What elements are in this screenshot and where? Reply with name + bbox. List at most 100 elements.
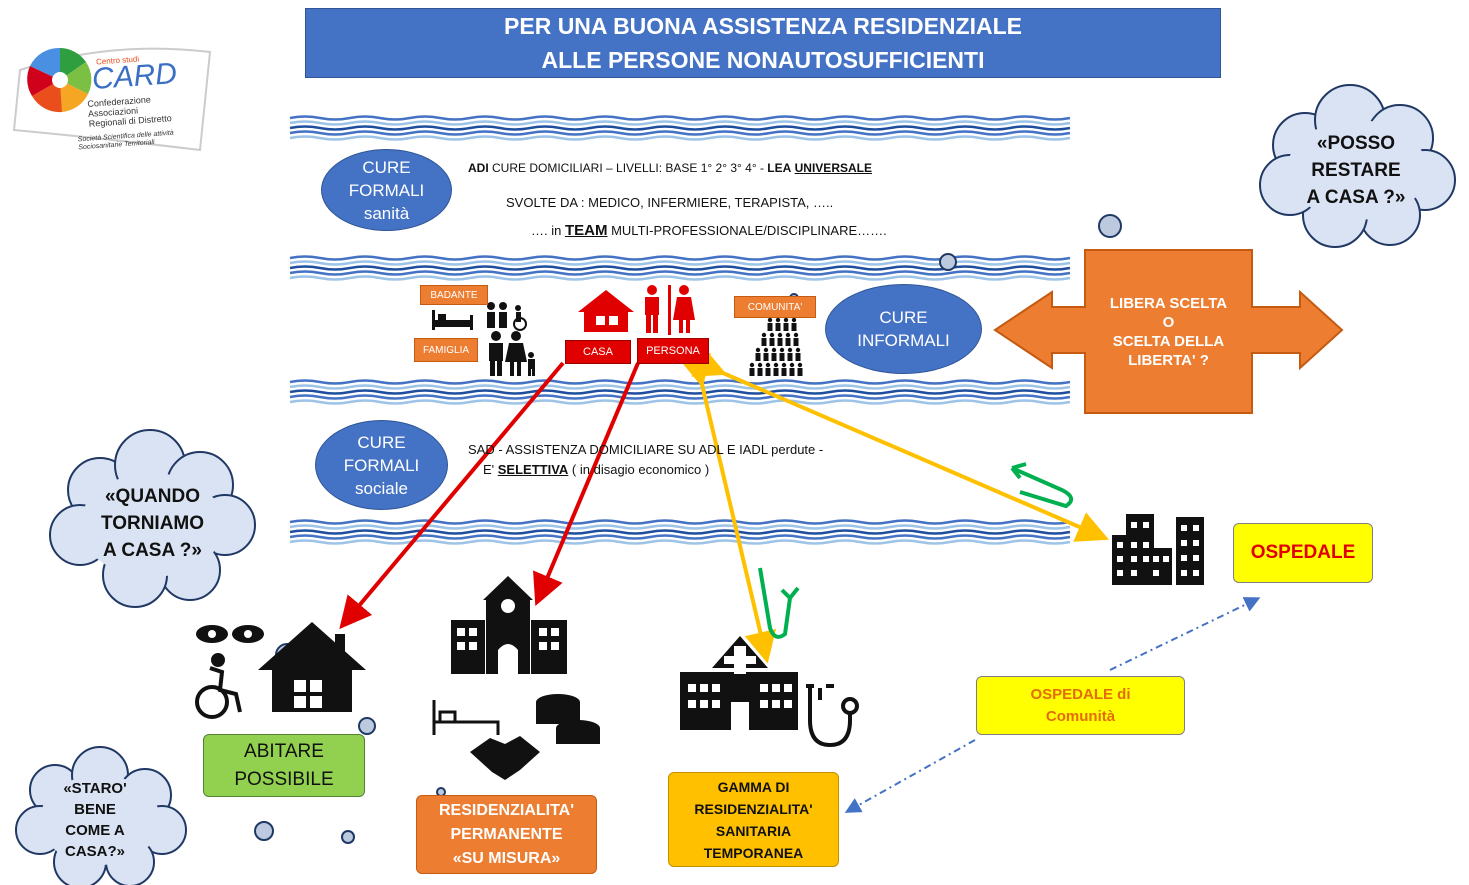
community-person bbox=[779, 347, 785, 353]
community-person-body bbox=[749, 368, 755, 376]
cloud-posso bbox=[1259, 84, 1456, 248]
quando-text: «QUANDO TORNIAMO A CASA ?» bbox=[100, 485, 205, 561]
wave-line bbox=[289, 529, 1071, 535]
arrow-casa-abitare bbox=[339, 361, 565, 630]
famiglia-label: FAMIGLIA bbox=[414, 338, 478, 362]
community-person bbox=[757, 362, 763, 368]
community-person bbox=[797, 362, 803, 368]
community-person-body bbox=[769, 338, 775, 346]
residenzialita-permanente-box: RESIDENZIALITA' PERMANENTE «SU MISURA» bbox=[416, 795, 597, 874]
wave-line bbox=[289, 394, 1071, 400]
arrow-persona-ospedale bbox=[691, 347, 1110, 542]
bed-outline-icon bbox=[432, 700, 500, 735]
wave-line bbox=[289, 384, 1071, 390]
community-person-body bbox=[779, 353, 785, 361]
community-person-body bbox=[755, 353, 761, 361]
community-person-body bbox=[797, 368, 803, 376]
house-red-icon bbox=[578, 290, 634, 332]
community-person bbox=[785, 332, 791, 338]
gamma-residenzialita-box: GAMMA DI RESIDENZIALITA' SANITARIA TEMPO… bbox=[668, 772, 839, 867]
community-person bbox=[775, 317, 781, 323]
community-person bbox=[781, 362, 787, 368]
community-person-body bbox=[771, 353, 777, 361]
handshake-icon bbox=[470, 736, 540, 780]
wave-line bbox=[289, 270, 1071, 276]
libera-scelta-text: LIBERA SCELTA O SCELTA DELLA LIBERTA' ? bbox=[1109, 295, 1228, 369]
green-return-arrow-2 bbox=[1011, 466, 1074, 509]
community-person bbox=[793, 332, 799, 338]
wave-line bbox=[289, 275, 1071, 281]
community-person-body bbox=[793, 338, 799, 346]
wave-line bbox=[289, 115, 1071, 121]
wave-line bbox=[289, 524, 1071, 530]
community-person bbox=[777, 332, 783, 338]
community-person-body bbox=[767, 323, 773, 331]
community-person-body bbox=[785, 338, 791, 346]
posso-text: «POSSO RESTARE A CASA ?» bbox=[1306, 132, 1406, 208]
eyes-icon bbox=[196, 625, 264, 643]
arrow-persona-gamma bbox=[679, 352, 776, 664]
wave-line bbox=[289, 539, 1071, 545]
residence-building-icon bbox=[451, 576, 567, 674]
family-icon bbox=[489, 331, 535, 376]
svolte-text: SVOLTE DA : MEDICO, INFERMIERE, TERAPIST… bbox=[506, 195, 834, 210]
wave-line bbox=[289, 534, 1071, 540]
staro-text: «STARO' BENE COME A CASA?» bbox=[63, 780, 127, 860]
card-logo bbox=[12, 47, 212, 152]
cure-informali: CURE INFORMALI bbox=[825, 284, 982, 374]
cloud-quando bbox=[49, 429, 256, 608]
community-person bbox=[765, 362, 771, 368]
community-person-body bbox=[761, 338, 767, 346]
wave-line bbox=[289, 120, 1071, 126]
home-icon bbox=[258, 622, 366, 712]
arrow-persona-residenzialita bbox=[533, 362, 640, 607]
community-person bbox=[769, 332, 775, 338]
cloud-staro bbox=[15, 746, 187, 885]
cure-formali-sanita: CURE FORMALI sanità bbox=[321, 149, 452, 231]
community-person bbox=[789, 362, 795, 368]
city-buildings-icon bbox=[1112, 514, 1204, 585]
community-person-body bbox=[763, 353, 769, 361]
community-person-body bbox=[757, 368, 763, 376]
sad-text-line1: SAD - ASSISTENZA DOMICILIARE SU ADL E IA… bbox=[468, 442, 824, 457]
cure-formali-sociale: CURE FORMALI sociale bbox=[315, 420, 448, 510]
community-person-body bbox=[789, 368, 795, 376]
community-person-body bbox=[791, 323, 797, 331]
slide-title: PER UNA BUONA ASSISTENZA RESIDENZIALE AL… bbox=[305, 8, 1221, 78]
community-person bbox=[755, 347, 761, 353]
persona-label: PERSONA bbox=[637, 338, 709, 364]
coins-icon bbox=[536, 694, 600, 744]
dashed-arrow-to-gamma bbox=[844, 739, 976, 813]
community-person-body bbox=[777, 338, 783, 346]
dashed-arrow-to-ospedale bbox=[1109, 597, 1261, 671]
community-person-body bbox=[775, 323, 781, 331]
title-line-1: PER UNA BUONA ASSISTENZA RESIDENZIALE bbox=[504, 13, 1022, 39]
wave-line bbox=[289, 265, 1071, 271]
community-person bbox=[771, 347, 777, 353]
community-person bbox=[787, 347, 793, 353]
wave-line bbox=[289, 125, 1071, 131]
community-person bbox=[795, 347, 801, 353]
team-text: …. in TEAM MULTI-PROFESSIONALE/DISCIPLIN… bbox=[531, 222, 887, 239]
comunita-label: COMUNITA' bbox=[734, 296, 816, 318]
wave-line bbox=[289, 399, 1071, 405]
community-person bbox=[767, 317, 773, 323]
community-person bbox=[763, 347, 769, 353]
community-person bbox=[791, 317, 797, 323]
bed-icon bbox=[432, 310, 473, 330]
community-person bbox=[749, 362, 755, 368]
community-person bbox=[761, 332, 767, 338]
stethoscope-icon bbox=[806, 684, 859, 748]
title-line-2: ALLE PERSONE NONAUTOSUFFICIENTI bbox=[541, 47, 985, 73]
ospedale-box: OSPEDALE bbox=[1233, 523, 1373, 583]
wave-line bbox=[289, 379, 1071, 385]
logo-mark-icon bbox=[27, 47, 92, 113]
ospedale-comunita-box: OSPEDALE di Comunità bbox=[976, 676, 1185, 735]
community-person-body bbox=[781, 368, 787, 376]
logo-subtitle: Confederazione Associazioni Regionali di… bbox=[87, 94, 172, 129]
logo-name: CARD bbox=[90, 57, 179, 96]
community-person-body bbox=[773, 368, 779, 376]
badante-label: BADANTE bbox=[420, 285, 488, 305]
wave-line bbox=[289, 519, 1071, 525]
